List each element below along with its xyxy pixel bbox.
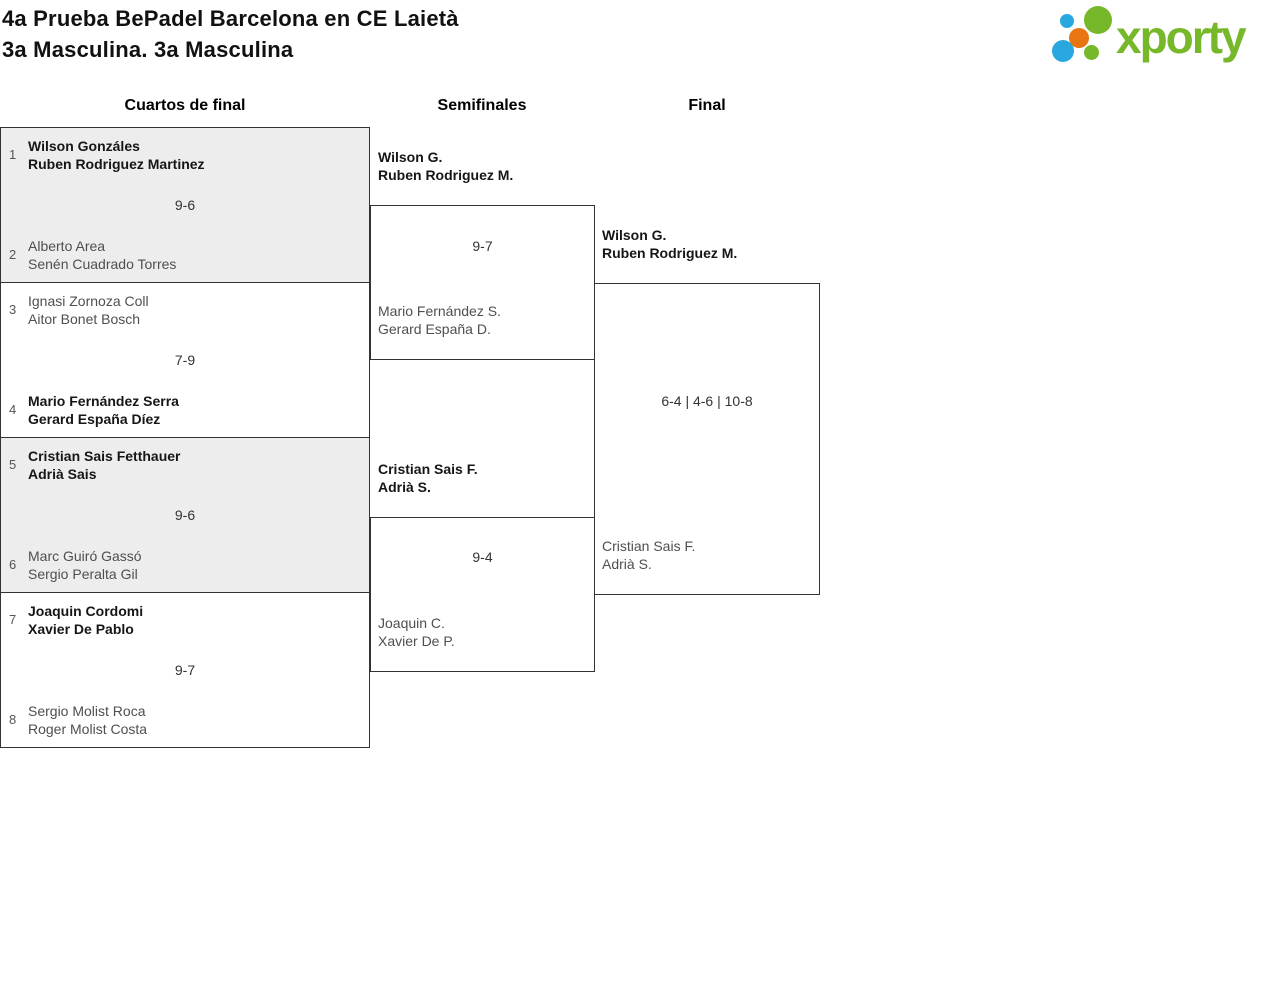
quarterfinals-column: 1 Wilson Gonzáles Ruben Rodriguez Martin… <box>0 127 370 748</box>
player-name: Ruben Rodriguez Martinez <box>28 156 205 172</box>
qf-match-4: 7 Joaquin Cordomi Xavier De Pablo 9-7 Se… <box>1 592 369 747</box>
player-name: Ruben Rodriguez M. <box>378 167 514 183</box>
title-line-1: 4a Prueba BePadel Barcelona en CE Laietà <box>2 6 459 31</box>
logo-dot-green-large-icon <box>1084 6 1112 34</box>
page-title: 4a Prueba BePadel Barcelona en CE Laietà… <box>2 3 459 65</box>
final-match: Wilson G. Ruben Rodriguez M. 6-4 | 4-6 |… <box>594 227 820 595</box>
title-line-2: 3a Masculina. 3a Masculina <box>2 37 294 62</box>
player-name: Aitor Bonet Bosch <box>28 311 141 327</box>
player-name: Xavier De P. <box>378 633 455 649</box>
player-name: Cristian Sais F. <box>378 461 478 477</box>
match-score: 9-4 <box>472 549 493 565</box>
player-name: Cristian Sais Fetthauer <box>28 448 181 464</box>
player-name: Marc Guiró Gassó <box>28 548 142 564</box>
round-header-cuartos: Cuartos de final <box>124 97 246 114</box>
logo-dot-blue-small-icon <box>1060 14 1074 28</box>
match-score: 9-6 <box>174 197 196 213</box>
seed-number: 3 <box>9 302 17 317</box>
match-score: 6-4 | 4-6 | 10-8 <box>661 393 753 409</box>
team-pair: Cristian Sais F. Adrià S. <box>378 460 478 496</box>
qf-match-1: 1 Wilson Gonzáles Ruben Rodriguez Martin… <box>1 128 369 282</box>
xporty-logo-text: xporty <box>1116 11 1247 63</box>
team-pair: Ignasi Zornoza Coll Aitor Bonet Bosch <box>28 292 149 328</box>
team-pair: Wilson G. Ruben Rodriguez M. <box>378 148 513 184</box>
seed-number: 4 <box>9 402 17 417</box>
team-pair: Joaquin Cordomi Xavier De Pablo <box>28 602 143 638</box>
player-name: Mario Fernández Serra <box>28 393 179 409</box>
player-name: Adrià Sais <box>28 466 97 482</box>
seed-number: 2 <box>9 247 17 262</box>
seed-number: 8 <box>9 712 17 727</box>
sf-match-2: Cristian Sais F. Adrià S. 9-4 Joaquin C.… <box>370 461 595 672</box>
player-name: Xavier De Pablo <box>28 621 134 637</box>
player-name: Wilson Gonzáles <box>28 138 140 154</box>
team-pair: Marc Guiró Gassó Sergio Peralta Gil <box>28 547 142 583</box>
player-name: Cristian Sais F. <box>602 538 696 554</box>
xporty-logo[interactable]: xporty <box>1048 0 1274 80</box>
player-name: Ruben Rodriguez M. <box>602 245 738 261</box>
sf-match-1: Wilson G. Ruben Rodriguez M. 9-7 Mario F… <box>370 149 595 360</box>
team-pair: Mario Fernández S. Gerard España D. <box>378 302 501 338</box>
team-pair: Mario Fernández Serra Gerard España Díez <box>28 392 179 428</box>
match-score: 9-7 <box>472 238 493 254</box>
match-score: 7-9 <box>174 352 196 368</box>
player-name: Gerard España D. <box>378 321 491 337</box>
player-name: Roger Molist Costa <box>28 721 148 737</box>
player-name: Joaquin C. <box>378 615 445 631</box>
player-name: Adrià S. <box>378 479 431 495</box>
player-name: Wilson G. <box>602 227 667 243</box>
team-pair: Cristian Sais F. Adrià S. <box>602 537 695 573</box>
logo-dot-orange-icon <box>1069 28 1089 48</box>
seed-number: 7 <box>9 612 17 627</box>
player-name: Adrià S. <box>602 556 652 572</box>
match-score: 9-6 <box>174 507 196 523</box>
match-score: 9-7 <box>174 662 196 678</box>
player-name: Ignasi Zornoza Coll <box>28 293 149 309</box>
round-header-semifinales: Semifinales <box>437 97 527 114</box>
round-header-final: Final <box>688 97 726 114</box>
player-name: Wilson G. <box>378 149 443 165</box>
team-pair: Sergio Molist Roca Roger Molist Costa <box>28 702 147 738</box>
player-name: Sergio Peralta Gil <box>28 566 138 582</box>
player-name: Gerard España Díez <box>28 411 161 427</box>
player-name: Sergio Molist Roca <box>28 703 146 719</box>
team-pair: Joaquin C. Xavier De P. <box>378 614 455 650</box>
player-name: Alberto Area <box>28 238 106 254</box>
seed-number: 5 <box>9 457 17 472</box>
player-name: Mario Fernández S. <box>378 303 501 319</box>
qf-match-3: 5 Cristian Sais Fetthauer Adrià Sais 9-6… <box>1 437 369 592</box>
team-pair: Cristian Sais Fetthauer Adrià Sais <box>28 447 181 483</box>
seed-number: 1 <box>9 147 17 162</box>
seed-number: 6 <box>9 557 17 572</box>
player-name: Joaquin Cordomi <box>28 603 144 619</box>
team-pair: Wilson Gonzáles Ruben Rodriguez Martinez <box>28 137 205 173</box>
qf-match-2: 3 Ignasi Zornoza Coll Aitor Bonet Bosch … <box>1 282 369 437</box>
logo-dot-green-small-icon <box>1084 45 1099 60</box>
team-pair: Wilson G. Ruben Rodriguez M. <box>602 226 737 262</box>
team-pair: Alberto Area Senén Cuadrado Torres <box>28 237 176 273</box>
logo-dot-blue-large-icon <box>1052 40 1074 62</box>
player-name: Senén Cuadrado Torres <box>28 256 177 272</box>
